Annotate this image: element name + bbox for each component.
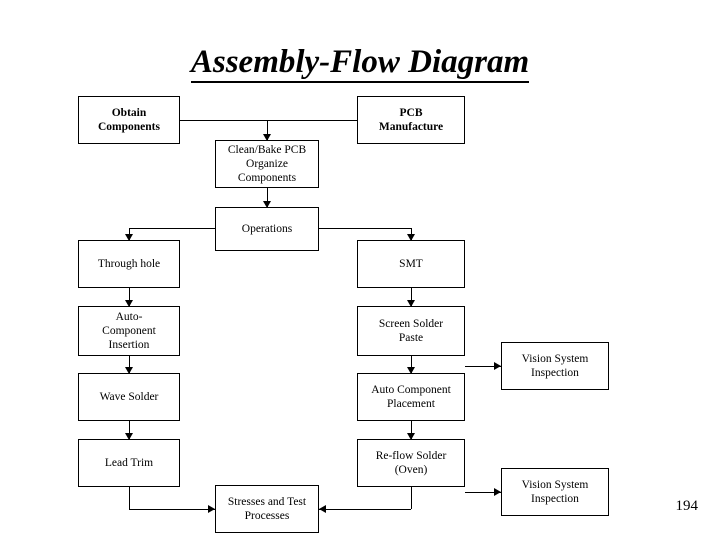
node-label: Vision System Inspection xyxy=(521,479,589,505)
node-operations[interactable]: Operations xyxy=(215,207,319,251)
node-lead-trim[interactable]: Lead Trim xyxy=(78,439,180,487)
connector-clean-to-operations xyxy=(267,188,268,207)
connector-throughhole-to-insertion xyxy=(129,288,130,306)
node-label: PCB Manufacture xyxy=(378,107,444,133)
connector-reflow-to-vision2 xyxy=(465,492,501,493)
node-reflow-solder[interactable]: Re-flow Solder (Oven) xyxy=(357,439,465,487)
connector-placement-to-reflow xyxy=(411,421,412,439)
node-label: Vision System Inspection xyxy=(521,353,589,379)
arrow-into-smt xyxy=(407,234,415,241)
arrow-into-reflow xyxy=(407,433,415,440)
page-title: Assembly-Flow Diagram xyxy=(0,44,720,83)
arrow-into-placement xyxy=(407,367,415,374)
node-vision-system-inspection-2[interactable]: Vision System Inspection xyxy=(501,468,609,516)
node-pcb-manufacture[interactable]: PCB Manufacture xyxy=(357,96,465,144)
node-smt[interactable]: SMT xyxy=(357,240,465,288)
node-label: Operations xyxy=(241,223,293,235)
connector-screen-to-placement xyxy=(411,356,412,373)
arrow-into-vision2 xyxy=(494,488,501,496)
arrow-into-operations xyxy=(263,201,271,208)
node-label: Lead Trim xyxy=(104,457,154,469)
node-label: SMT xyxy=(399,258,423,270)
connector-pcb-to-clean-horizontal xyxy=(267,120,357,121)
arrow-into-wave-solder xyxy=(125,367,133,374)
node-screen-solder-paste[interactable]: Screen Solder Paste xyxy=(357,306,465,356)
node-clean-bake-pcb[interactable]: Clean/Bake PCB Organize Components xyxy=(215,140,319,188)
node-wave-solder[interactable]: Wave Solder xyxy=(78,373,180,421)
connector-reflow-to-stresses xyxy=(319,509,411,510)
node-auto-component-placement[interactable]: Auto Component Placement xyxy=(357,373,465,421)
node-vision-system-inspection-1[interactable]: Vision System Inspection xyxy=(501,342,609,390)
node-label: Re-flow Solder (Oven) xyxy=(375,450,447,476)
node-label: Screen Solder Paste xyxy=(378,318,444,344)
connector-clean-vertical xyxy=(267,120,268,140)
node-auto-component-insertion[interactable]: Auto- Component Insertion xyxy=(78,306,180,356)
arrow-into-insertion xyxy=(125,300,133,307)
connector-reflow-down xyxy=(411,487,412,509)
page-title-text: Assembly-Flow Diagram xyxy=(190,44,530,83)
node-label: Clean/Bake PCB Organize Components xyxy=(227,144,307,184)
node-label: Wave Solder xyxy=(99,391,159,403)
node-label: Auto- Component Insertion xyxy=(102,311,156,351)
node-through-hole[interactable]: Through hole xyxy=(78,240,180,288)
page-number: 194 xyxy=(675,498,699,514)
arrow-into-stresses-right xyxy=(319,505,326,513)
node-label: Obtain Components xyxy=(98,107,160,133)
node-stresses-and-test[interactable]: Stresses and Test Processes xyxy=(215,485,319,533)
connector-obtain-to-clean-horizontal xyxy=(180,120,267,121)
node-obtain-components[interactable]: Obtain Components xyxy=(78,96,180,144)
arrow-into-lead-trim xyxy=(125,433,133,440)
arrow-into-screen-solder xyxy=(407,300,415,307)
node-label: Through hole xyxy=(97,258,161,270)
arrow-into-through-hole xyxy=(125,234,133,241)
connector-screen-to-vision1 xyxy=(465,366,501,367)
node-label: Auto Component Placement xyxy=(371,384,451,410)
connector-wave-to-leadtrim xyxy=(129,421,130,439)
connector-leadtrim-down xyxy=(129,487,130,509)
arrow-into-vision1 xyxy=(494,362,501,370)
arrow-into-stresses-left xyxy=(208,505,215,513)
arrow-into-clean-bake xyxy=(263,134,271,141)
connector-leadtrim-to-stresses xyxy=(129,509,215,510)
connector-insertion-to-wave xyxy=(129,356,130,373)
node-label: Stresses and Test Processes xyxy=(227,496,307,522)
connector-smt-to-screen xyxy=(411,288,412,306)
